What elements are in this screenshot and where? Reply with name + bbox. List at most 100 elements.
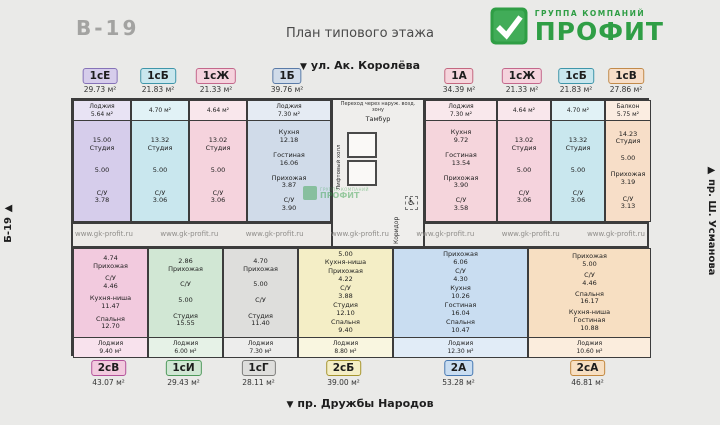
room-line: С/У: [455, 196, 467, 205]
building-name: Б-19: [3, 217, 14, 243]
tambour-label: Тамбур: [365, 115, 391, 123]
room-label: 5.00: [211, 166, 225, 175]
room-line: 11.47: [101, 302, 120, 311]
room-line: 3.87: [281, 181, 297, 190]
room-line: Студия: [173, 311, 198, 320]
room-line: 3.13: [620, 202, 636, 211]
room-line: Гостиная: [444, 301, 477, 310]
room-line: 12.10: [336, 308, 355, 317]
room-label: 5.00: [178, 296, 192, 305]
room-line: Кухня: [450, 128, 472, 137]
watermark-text: www.gk-profit.ru: [501, 230, 560, 238]
watermark-text: www.gk-profit.ru: [416, 230, 475, 238]
loggia-line: 9.40 м²: [99, 347, 122, 355]
room-label: С/У: [180, 280, 191, 289]
room-label: 5.00: [253, 280, 268, 289]
room-line: 5.00: [253, 280, 268, 289]
apartment-badge-1сВ: 1сВ: [608, 68, 644, 84]
watermark-text: www.gk-profit.ru: [331, 230, 389, 238]
street-label-top: ▼ул. Ак. Королёва: [0, 59, 720, 72]
room-label: 5.00: [620, 153, 636, 163]
room-line: С/У: [105, 274, 116, 283]
street-name-bottom: пр. Дружбы Народов: [297, 397, 434, 410]
apartment-total-area: 21.33 м²: [199, 85, 233, 94]
room-line: С/У: [340, 284, 351, 293]
apartment-badge-1сБ: 1сБ: [140, 68, 176, 84]
room-line: 16.17: [580, 297, 599, 306]
apartment-badge-2сВ: 2сВ: [90, 360, 127, 376]
room-line: 10.26: [451, 291, 470, 300]
room-line: Студия: [333, 301, 358, 310]
room-line: 15.55: [176, 319, 195, 328]
room-line: Студия: [615, 137, 641, 146]
floor-plan: Переход через наруж. возд. зону Тамбур Л…: [71, 98, 651, 358]
apartment-badge-1сЖ: 1сЖ: [501, 68, 543, 84]
room-line: 4.46: [103, 281, 118, 290]
room-line: Гостиная: [573, 316, 606, 325]
room-line: 13.32: [568, 135, 588, 144]
room-line: Спальня: [96, 314, 125, 323]
loggia-line: 4.70 м²: [566, 106, 590, 114]
room-line: Спальня: [575, 289, 604, 298]
apartment-total-area: 27.86 м²: [609, 85, 643, 94]
logo-check-icon: [490, 7, 528, 45]
street-name-right: пр. Ш. Усманова: [706, 179, 717, 276]
apartment-total-area: 43.07 м²: [92, 378, 125, 387]
watermark-text: www.gk-profit.ru: [160, 230, 219, 238]
room-line: С/У: [212, 188, 224, 197]
room-line: Прихожая: [168, 264, 203, 273]
apartment-total-area: 21.83 м²: [559, 85, 593, 94]
apartment-badge-2сБ: 2сБ: [325, 360, 362, 376]
room-line: 5.00: [620, 153, 636, 162]
room-line: С/У: [180, 280, 191, 289]
room-line: 15.00: [92, 135, 112, 144]
arrow-down-icon: ▼: [286, 400, 294, 410]
loggia-line: Лоджия: [276, 103, 302, 111]
apartment-badge-1сБ: 1сБ: [558, 68, 594, 84]
room-line: 3.78: [94, 196, 110, 205]
room-line: 4.74: [103, 253, 118, 262]
arrow-right-icon: ▶: [707, 165, 716, 176]
loggia-label: 4.64 м²: [190, 101, 246, 121]
room-line: Кухня: [278, 128, 300, 137]
loggia-line: 7.30 м²: [277, 110, 301, 118]
room-line: 5.00: [516, 166, 532, 175]
loggia-line: Лоджия: [448, 103, 474, 111]
passage-label: Переход через наруж. возд. зону: [340, 101, 416, 113]
room-line: 13.02: [514, 135, 534, 144]
apartment-total-area: 39.76 м²: [270, 85, 304, 94]
apartment-total-area: 29.73 м²: [83, 85, 117, 94]
loggia-label: 4.70 м²: [132, 101, 188, 121]
loggia-line: Лоджия: [172, 340, 199, 348]
room-line: Кухня: [450, 284, 471, 293]
loggia-line: 7.30 м²: [449, 110, 473, 118]
